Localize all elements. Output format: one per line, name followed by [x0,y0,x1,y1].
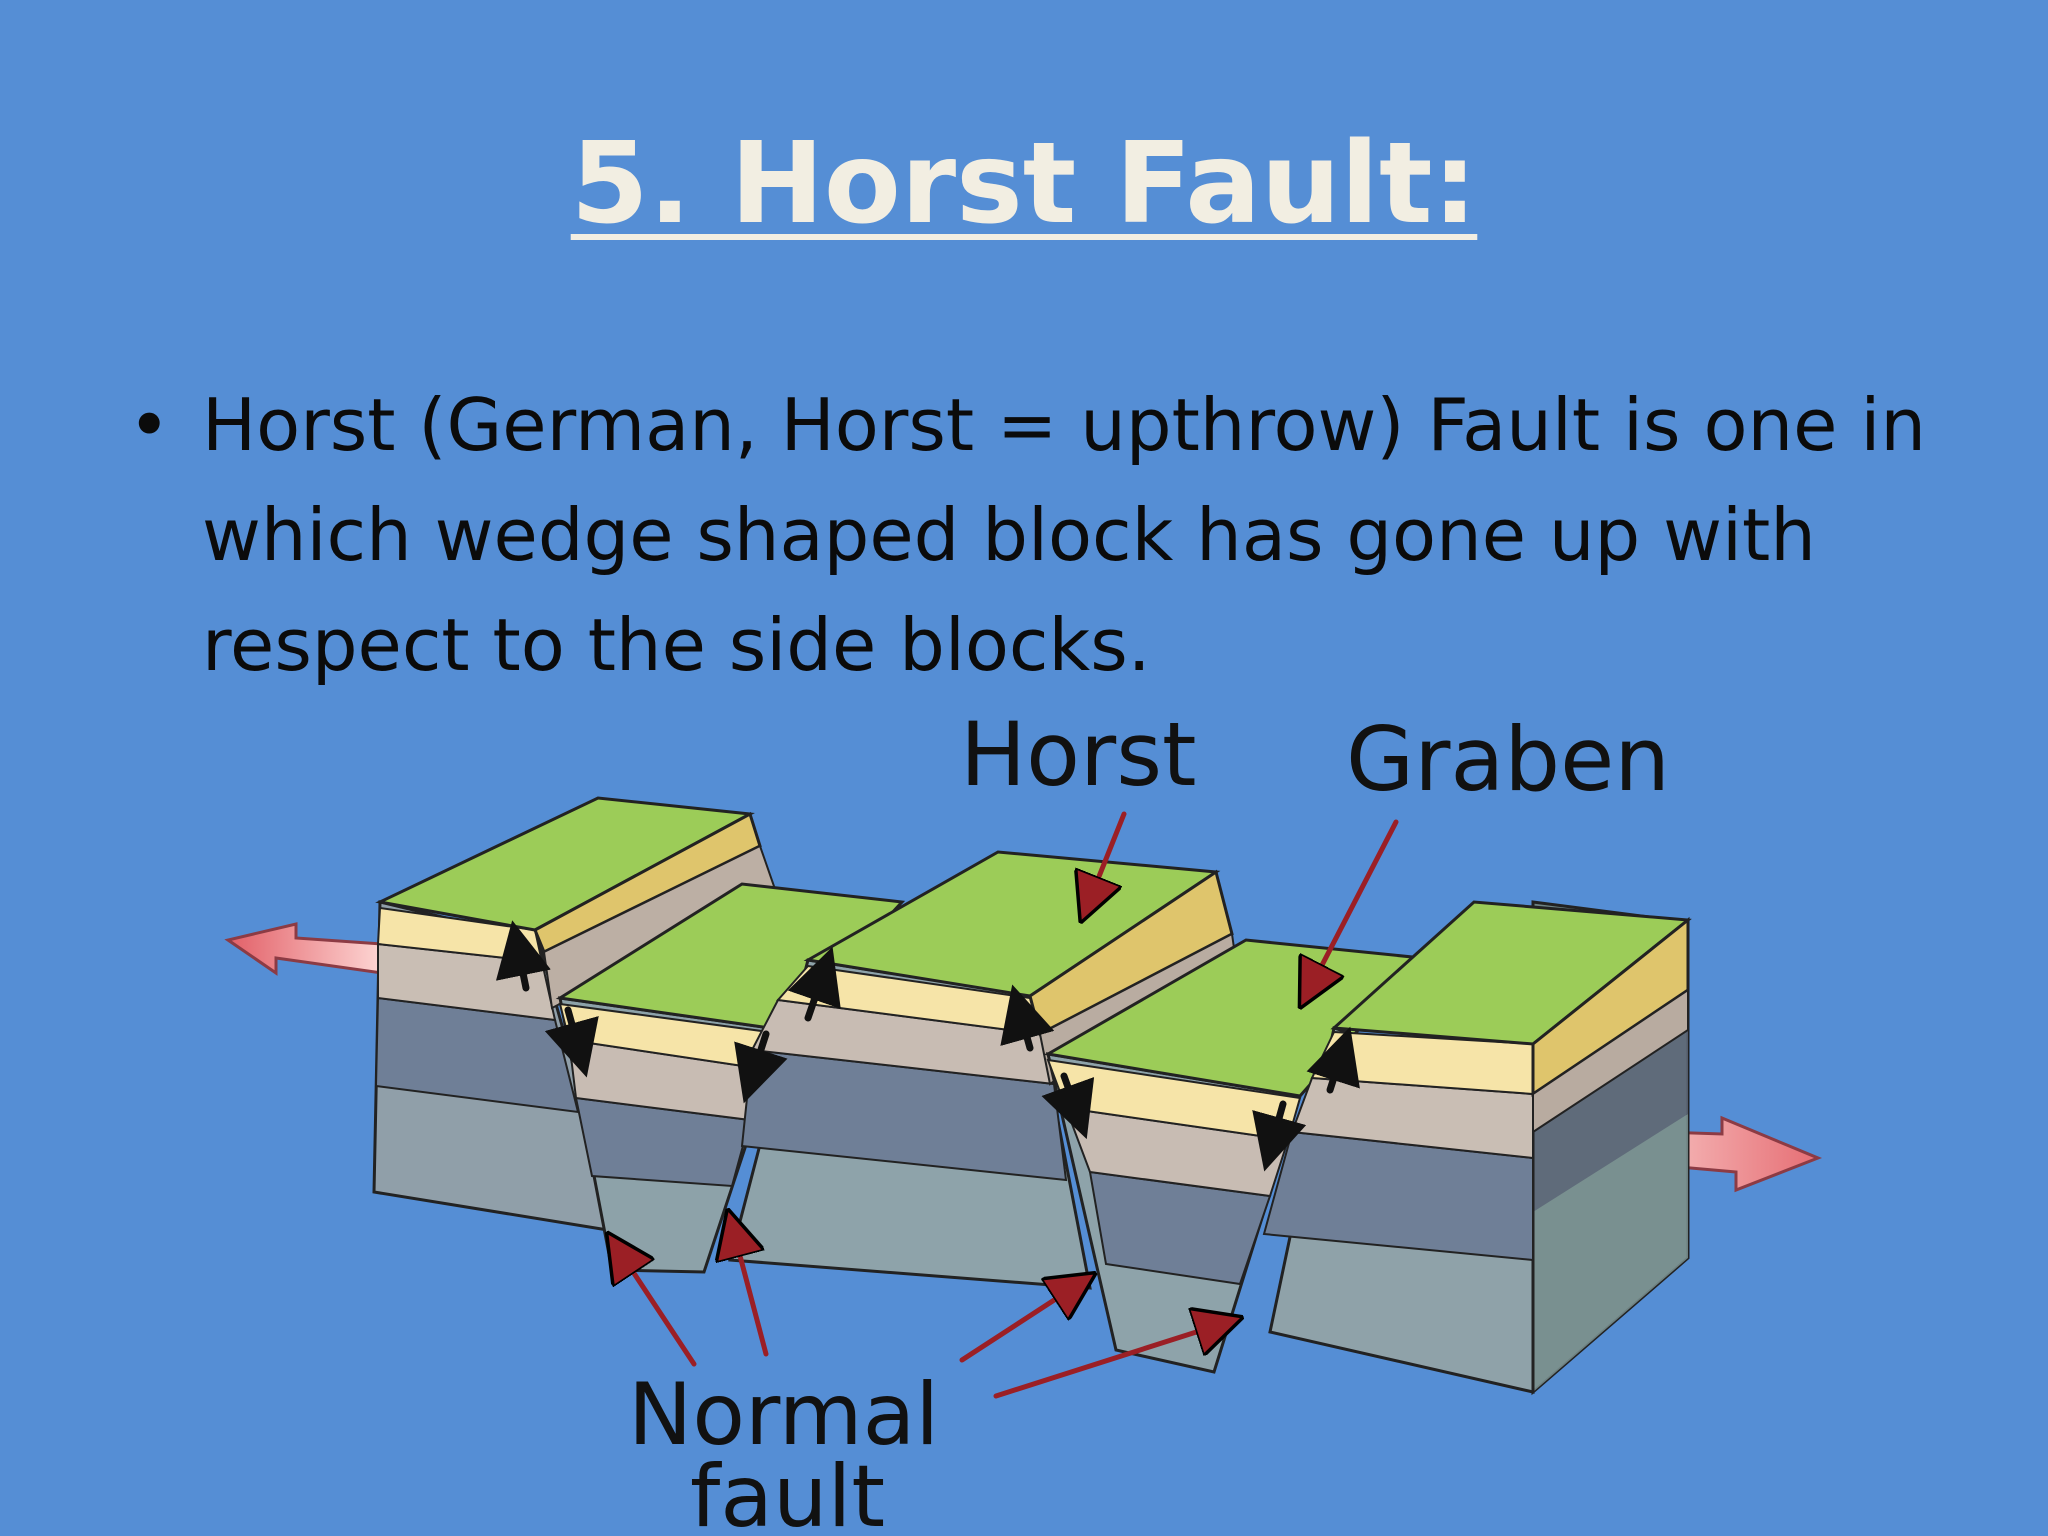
right-block-right-face-layer-2 [1533,1114,1688,1392]
graben-pointer-arrow [1304,819,1399,1000]
normal-fault-pointer-2 [730,1218,769,1357]
normal-label: Normal [628,1365,939,1465]
normal-fault-pointer-3 [959,1278,1088,1363]
arrow-right-block-up [1306,1026,1360,1094]
arrow-graben-two-left-down [1041,1072,1095,1140]
arrow-graben-one-left-down [544,1006,599,1078]
arrow-graben-two-right-down [1252,1100,1307,1172]
fault-block-model [372,796,1692,1396]
bullet-item: • Horst (German, Horst = upthrow) Fault … [110,370,1940,700]
right-block-right-face-layer-1 [1533,1030,1688,1212]
arrow-horst-right-up [1000,984,1055,1052]
horst-pointer-arrow [1084,811,1127,914]
fault-label: fault [690,1447,885,1536]
bullet-list: • Horst (German, Horst = upthrow) Fault … [110,370,1940,700]
left-extension-arrow [224,922,384,976]
bullet-dot: • [128,383,171,467]
label-pointer-arrows [612,811,1399,1399]
right-block-side-layer-tan [1532,988,1689,1134]
bullet-text: Horst (German, Horst = upthrow) Fault is… [202,383,1926,687]
normal-fault-pointer-1 [612,1240,697,1367]
fault-motion-arrows [495,920,1360,1172]
arrow-left-block-up [495,920,551,992]
normal-fault-pointer-4 [993,1320,1234,1399]
arrow-graben-one-right-down [734,1030,788,1104]
horst-label: Horst [960,703,1197,806]
arrow-horst-left-up [787,946,841,1022]
graben-label: Graben [1346,708,1670,811]
slide-title: 5. Horst Fault: [570,119,1478,249]
